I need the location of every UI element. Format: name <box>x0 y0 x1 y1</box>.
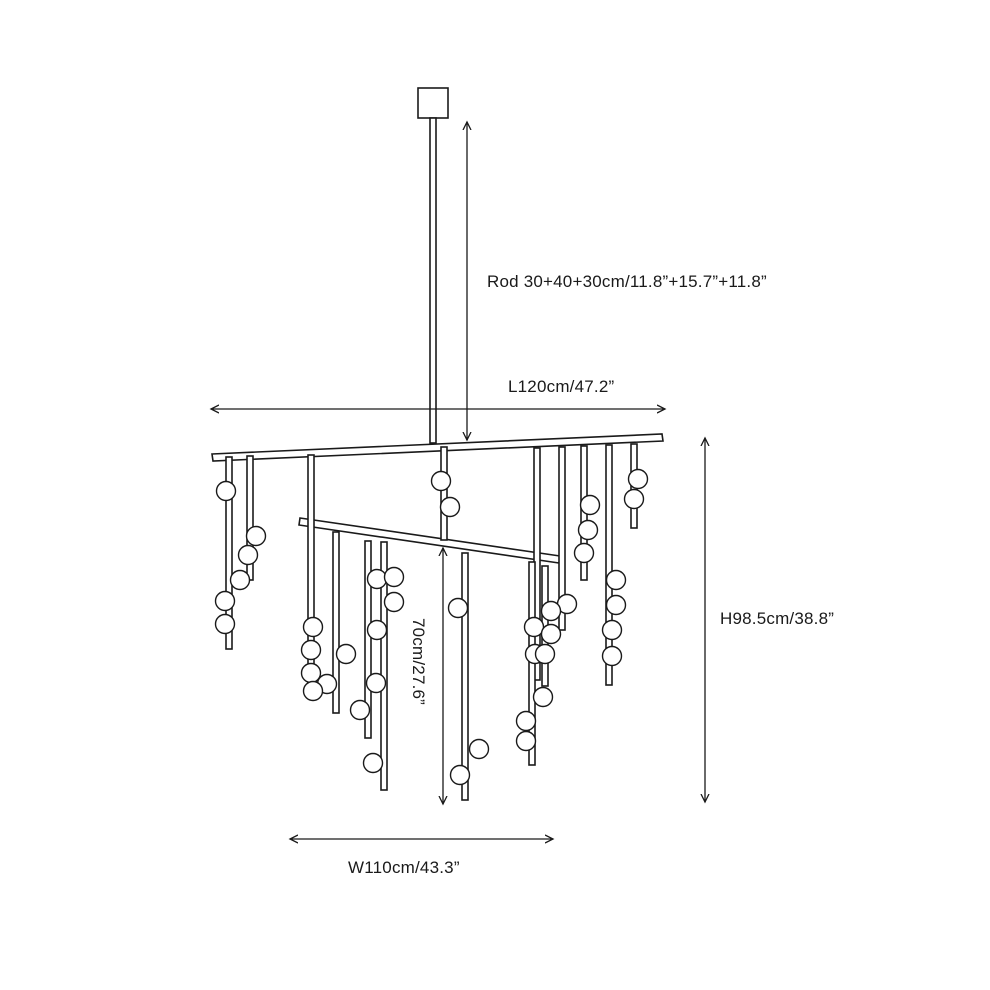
glass-globe <box>349 699 371 721</box>
glass-globe <box>302 616 324 638</box>
glass-globe <box>534 643 556 665</box>
glass-globe <box>245 525 267 547</box>
upper-crossbar <box>211 433 664 462</box>
length-dimension-label: L120cm/47.2” <box>508 377 614 396</box>
glass-globe <box>300 639 322 661</box>
glass-globe <box>214 590 236 612</box>
glass-globe <box>468 738 490 760</box>
glass-globe <box>515 730 537 752</box>
glass-globe <box>229 569 251 591</box>
ceiling-canopy <box>417 87 449 119</box>
glass-globe <box>365 672 387 694</box>
rod-dimension-label: Rod 30+40+30cm/11.8”+15.7”+11.8” <box>487 272 767 291</box>
glass-globe <box>532 686 554 708</box>
width-dimension-label: W110cm/43.3” <box>348 858 460 877</box>
glass-globe <box>447 597 469 619</box>
glass-globe <box>623 488 645 510</box>
glass-globe <box>523 616 545 638</box>
pendant-rod <box>605 444 613 686</box>
glass-globe <box>366 568 388 590</box>
glass-globes <box>214 468 649 786</box>
glass-globe <box>577 519 599 541</box>
glass-globe <box>605 594 627 616</box>
glass-globe <box>601 619 623 641</box>
glass-globe <box>302 680 324 702</box>
glass-globe <box>383 591 405 613</box>
height-dimension-label: H98.5cm/38.8” <box>720 609 834 628</box>
glass-globe <box>430 470 452 492</box>
glass-globe <box>627 468 649 490</box>
glass-globe <box>383 566 405 588</box>
glass-globe <box>215 480 237 502</box>
glass-globe <box>579 494 601 516</box>
pendant-rod <box>332 531 340 714</box>
glass-globe <box>540 623 562 645</box>
suspension-rod <box>429 117 437 444</box>
glass-globe <box>237 544 259 566</box>
glass-globe <box>449 764 471 786</box>
glass-globe <box>335 643 357 665</box>
glass-globe <box>605 569 627 591</box>
inner-height-dimension-label: 70cm/27.6” <box>409 618 428 705</box>
pendant-rod <box>380 541 388 791</box>
glass-globe <box>540 600 562 622</box>
pendant-rods <box>225 443 638 801</box>
pendant-rod <box>461 552 469 801</box>
glass-globe <box>439 496 461 518</box>
pendant-rod <box>225 456 233 650</box>
pendant-rod <box>364 540 372 739</box>
glass-globe <box>601 645 623 667</box>
glass-globe <box>515 710 537 732</box>
glass-globe <box>366 619 388 641</box>
pendant-rod <box>558 446 566 631</box>
glass-globe <box>573 542 595 564</box>
glass-globe <box>362 752 384 774</box>
glass-globe <box>300 662 322 684</box>
glass-globe <box>214 613 236 635</box>
pendant-rod <box>440 446 448 541</box>
